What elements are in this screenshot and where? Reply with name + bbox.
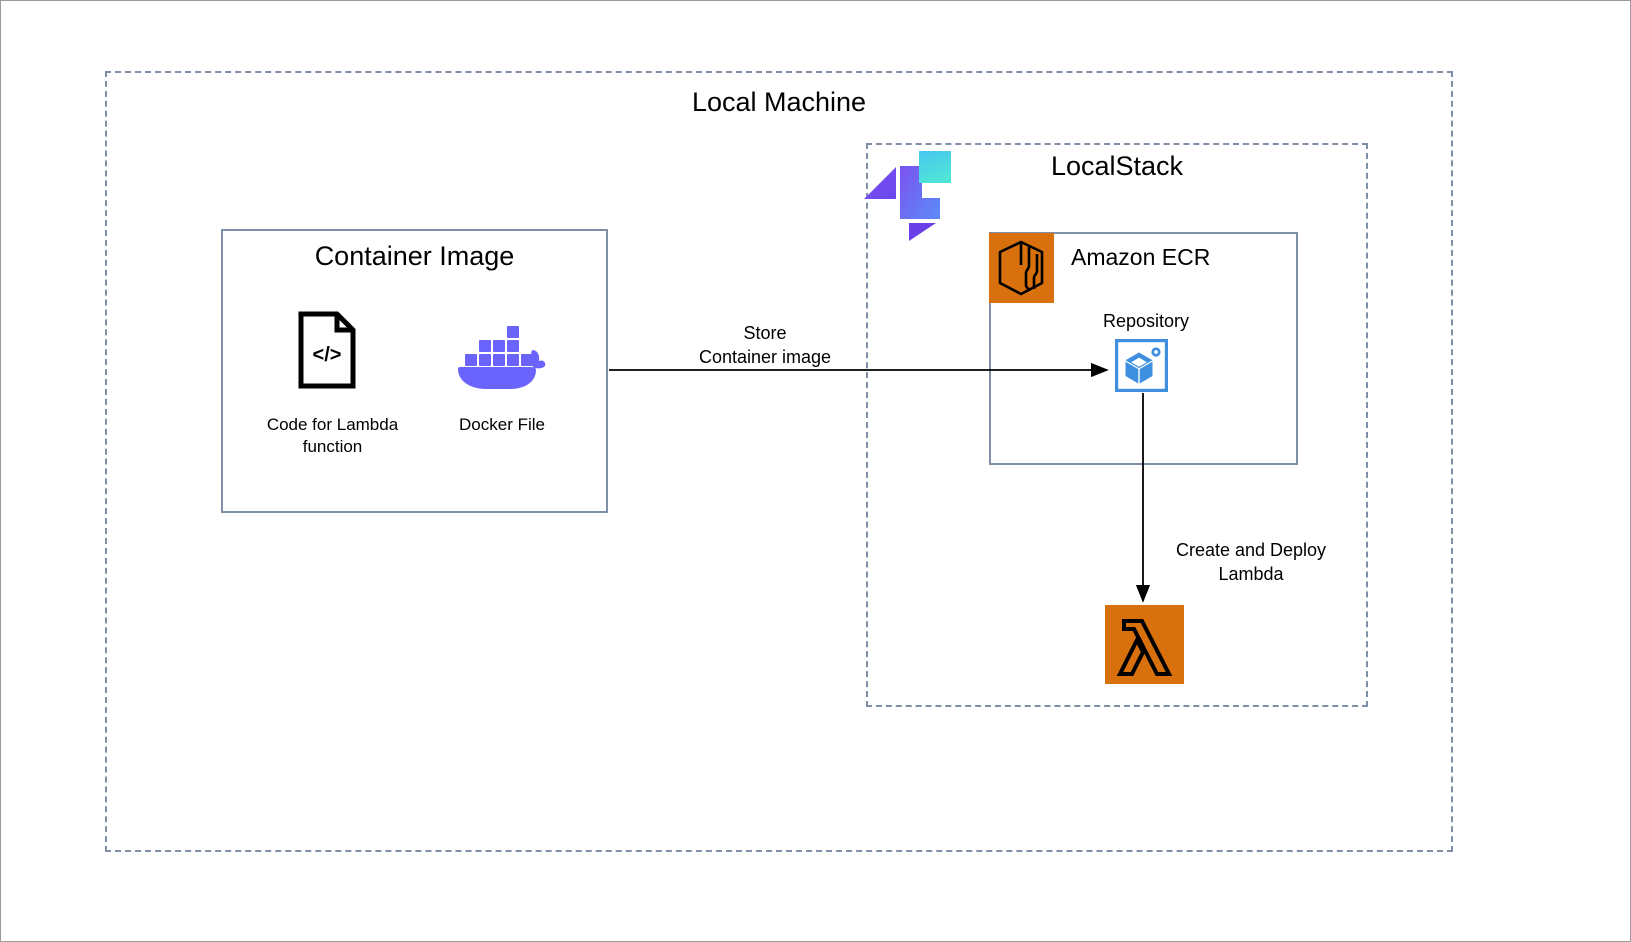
container-image-title: Container Image — [314, 241, 515, 271]
localstack-title: LocalStack — [1050, 151, 1184, 181]
repository-label: Repository — [1102, 311, 1190, 331]
store-label-line2: Container image — [698, 347, 832, 367]
code-for-lambda-label: Code for Lambda function — [266, 415, 399, 456]
aws-lambda-icon — [1105, 605, 1184, 684]
ecr-repository-icon — [1115, 339, 1168, 392]
local-machine-boundary — [105, 71, 1453, 852]
create-deploy-lambda-label: Create and Deploy Lambda — [1156, 538, 1346, 586]
container-image-box — [221, 229, 608, 513]
amazon-ecr-title: Amazon ECR — [1071, 244, 1211, 270]
store-container-image-label: Store Container image — [665, 321, 865, 369]
docker-whale-icon — [456, 323, 548, 389]
store-label-line1: Store — [743, 323, 787, 343]
localstack-boundary — [866, 143, 1368, 707]
code-file-icon: </> — [297, 311, 357, 389]
localstack-logo — [862, 149, 952, 241]
svg-text:</>: </> — [313, 344, 342, 366]
deploy-label-line1: Create and Deploy — [1175, 540, 1327, 560]
docker-file-label: Docker File — [459, 415, 545, 434]
amazon-ecr-icon — [989, 233, 1054, 303]
deploy-label-line2: Lambda — [1218, 564, 1284, 584]
local-machine-title: Local Machine — [691, 87, 867, 117]
